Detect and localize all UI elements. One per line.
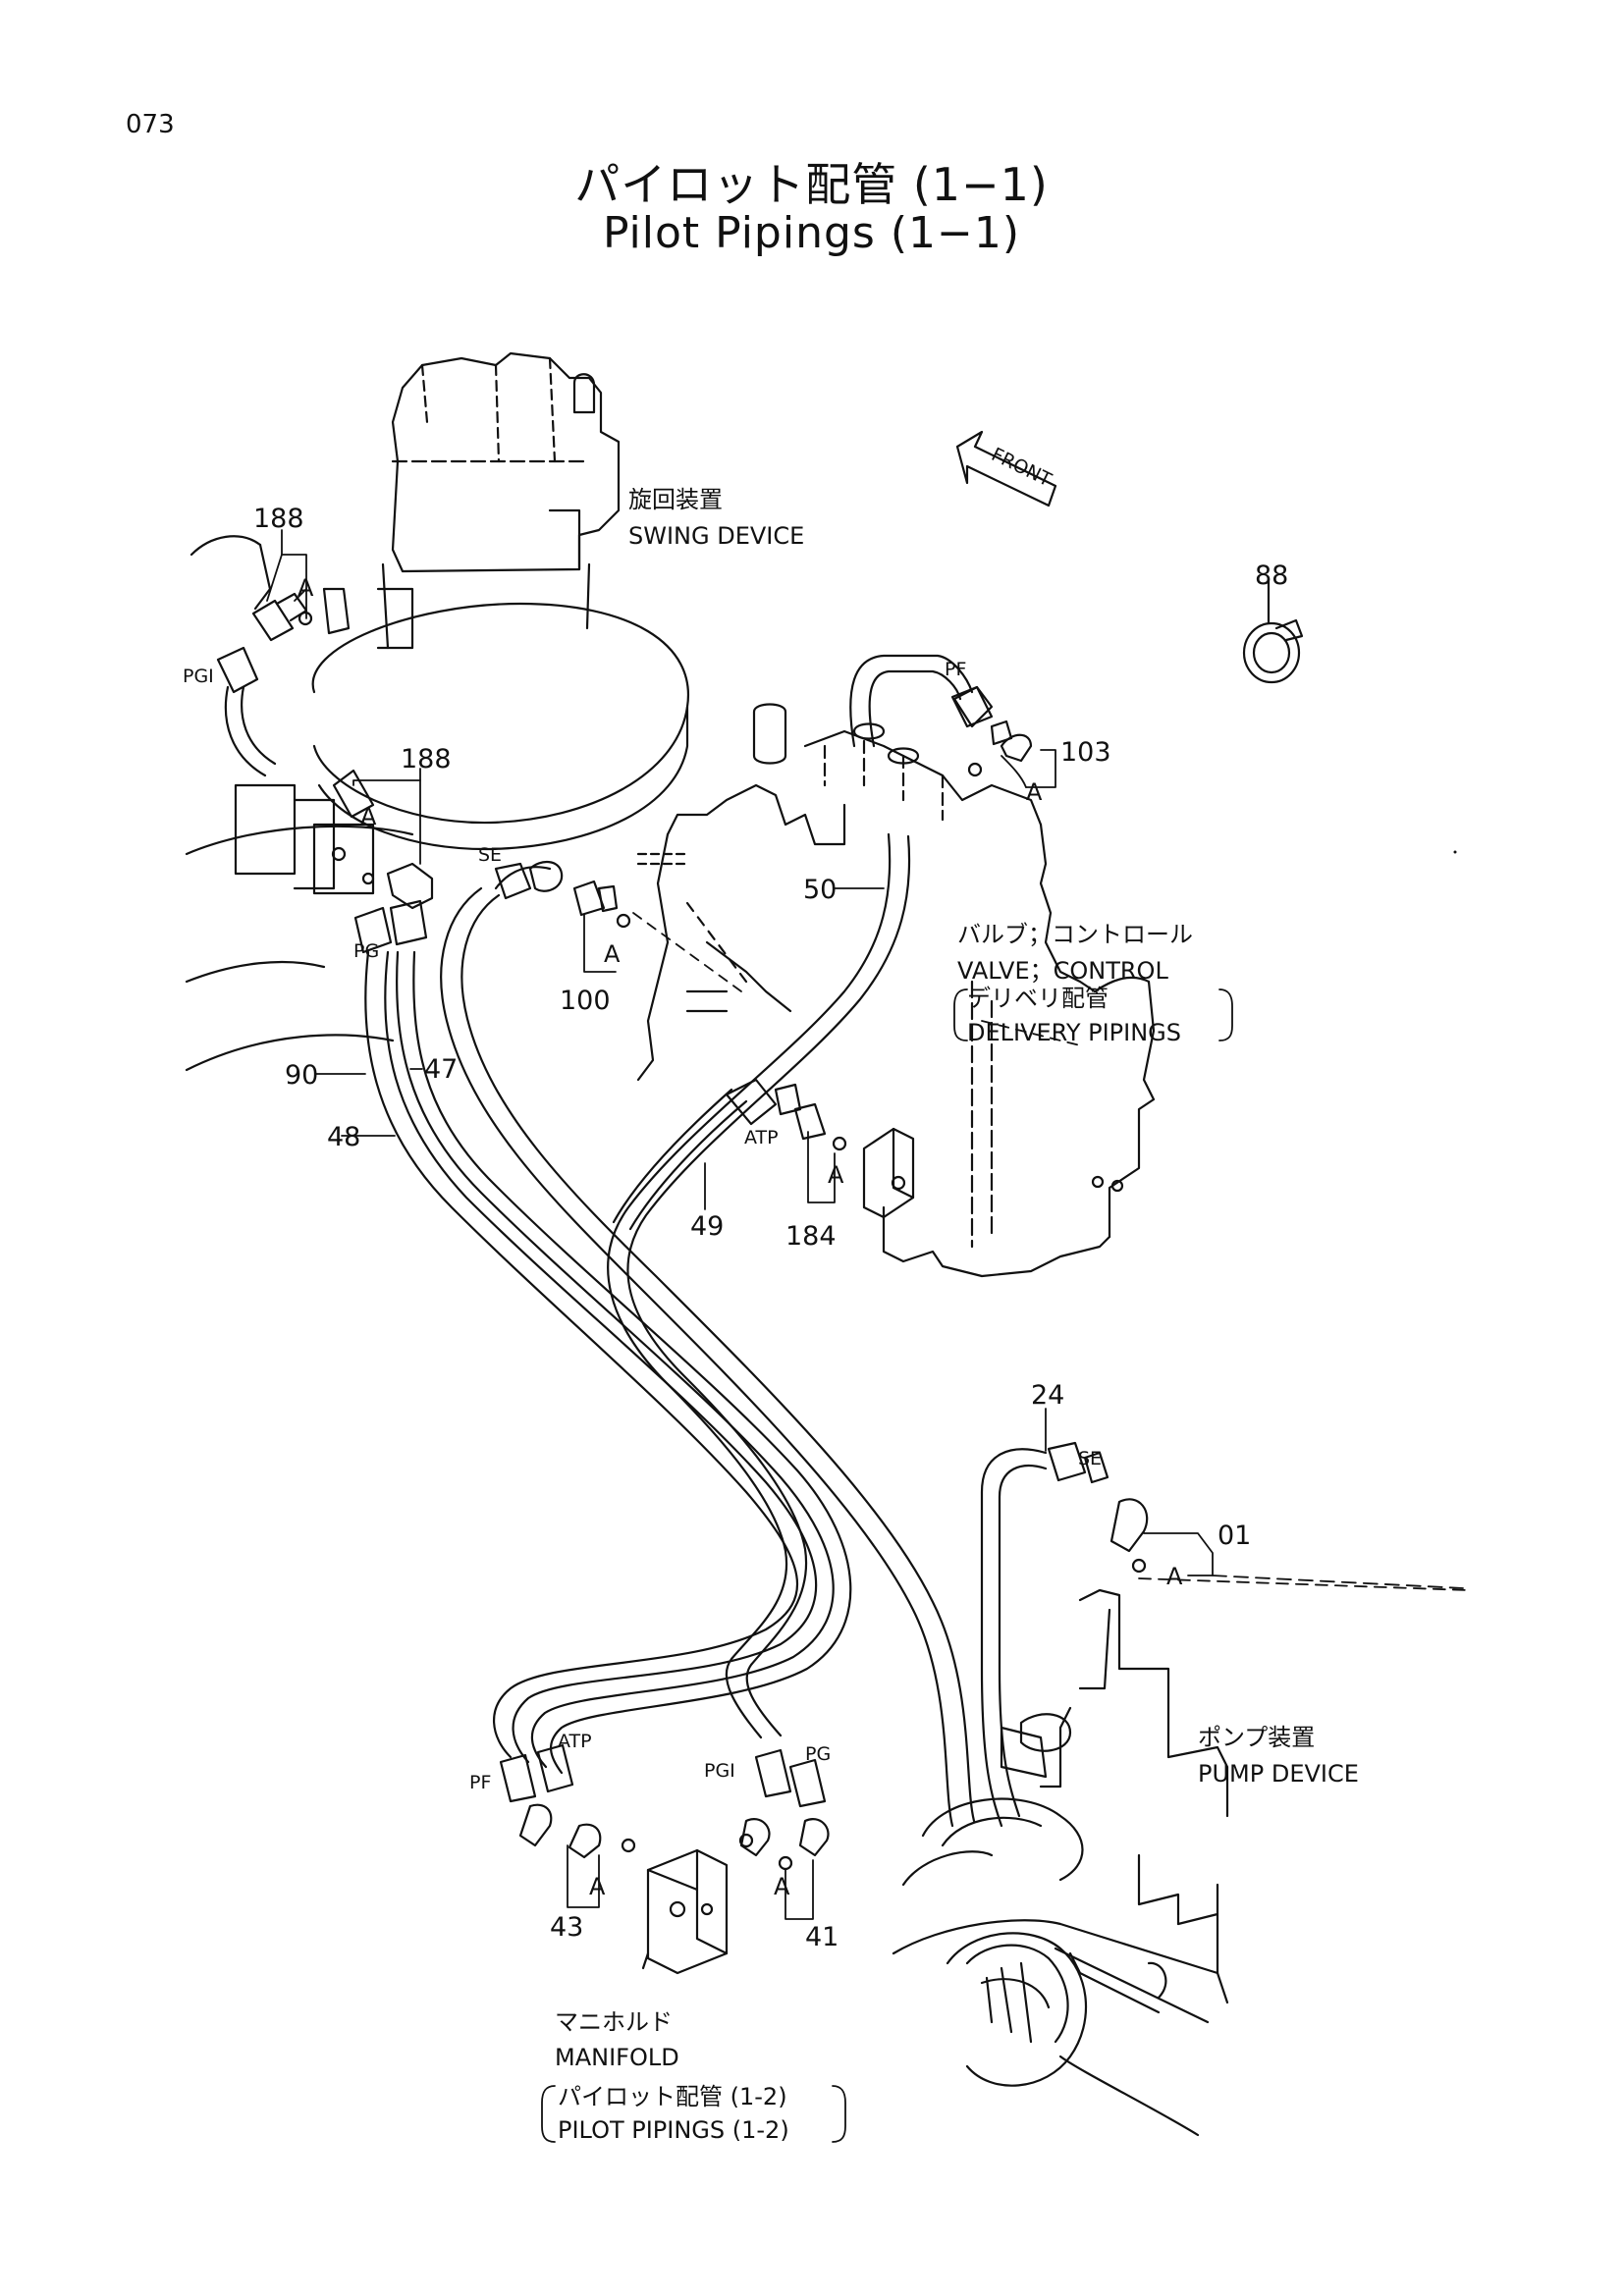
page-number: 073 bbox=[126, 110, 175, 139]
part-number-88: 88 bbox=[1255, 561, 1288, 591]
callout-a-8: A bbox=[774, 1873, 790, 1900]
pump-device-jp-label: ポンプ装置 bbox=[1198, 1724, 1315, 1751]
callout-a-1: A bbox=[298, 574, 314, 602]
callout-a-2: A bbox=[360, 803, 377, 830]
part-number-41: 41 bbox=[805, 1922, 839, 1952]
manifold-drawing bbox=[641, 1848, 729, 1975]
part-number-100: 100 bbox=[560, 986, 611, 1016]
port-tag-pf-valve: PF bbox=[945, 659, 966, 680]
port-tag-pg-manifold: PG bbox=[805, 1743, 831, 1765]
pilot-pipings-12-jp-label: パイロット配管 (1-2) bbox=[558, 2083, 787, 2110]
swing-device-drawing bbox=[185, 351, 690, 1072]
callout-a-6: A bbox=[1166, 1563, 1183, 1590]
part-number-103: 103 bbox=[1060, 737, 1111, 768]
delivery-pipings-en-label: DELIVERY PIPINGS bbox=[967, 1019, 1181, 1046]
port-tag-atp-manifold: ATP bbox=[558, 1731, 592, 1752]
pilot-pipings-12-en-label: PILOT PIPINGS (1-2) bbox=[558, 2116, 789, 2144]
part-number-47: 47 bbox=[424, 1054, 458, 1085]
front-label: FRONT bbox=[988, 444, 1055, 491]
port-tag-atp-valve: ATP bbox=[744, 1127, 779, 1148]
swing-device-en-label: SWING DEVICE bbox=[628, 522, 804, 550]
callout-a-5: A bbox=[828, 1161, 844, 1189]
port-tag-pg-swing: PG bbox=[353, 940, 379, 962]
part-number-188-upper: 188 bbox=[253, 504, 304, 534]
part-number-01: 01 bbox=[1217, 1521, 1251, 1551]
swing-device-jp-label: 旋回装置 bbox=[628, 486, 723, 513]
pump-device-en-label: PUMP DEVICE bbox=[1198, 1760, 1359, 1788]
port-tag-pgi-manifold: PGI bbox=[704, 1760, 735, 1782]
port-tag-se-swing: SE bbox=[478, 844, 502, 866]
control-valve-drawing bbox=[636, 703, 1156, 1278]
manifold-en-label: MANIFOLD bbox=[555, 2044, 679, 2071]
title-english: Pilot Pipings (1−1) bbox=[602, 208, 1021, 258]
pump-device-drawing bbox=[892, 1588, 1229, 2137]
port-tag-pf-manifold: PF bbox=[469, 1772, 491, 1793]
port-tag-se-pump: SE bbox=[1078, 1448, 1102, 1469]
fittings bbox=[251, 592, 1149, 1871]
part-number-24: 24 bbox=[1031, 1380, 1064, 1411]
part-number-184: 184 bbox=[785, 1221, 837, 1252]
hose-clamp-88 bbox=[1242, 577, 1304, 684]
part-number-49: 49 bbox=[690, 1211, 724, 1242]
front-arrow: FRONT bbox=[955, 430, 1057, 507]
leader-lines bbox=[266, 529, 1469, 2143]
part-number-50: 50 bbox=[803, 875, 837, 905]
callout-a-3: A bbox=[1026, 778, 1043, 806]
part-number-188-middle: 188 bbox=[401, 744, 452, 774]
part-number-43: 43 bbox=[550, 1912, 583, 1943]
valve-jp-label: バルブ；コントロール bbox=[957, 921, 1193, 948]
valve-en-label: VALVE；CONTROL bbox=[957, 957, 1168, 985]
title-japanese: パイロット配管 (1−1) bbox=[574, 158, 1049, 211]
callout-a-7: A bbox=[589, 1873, 606, 1900]
callout-a-4: A bbox=[604, 940, 621, 968]
manifold-jp-label: マニホルド bbox=[555, 2008, 673, 2036]
part-number-90: 90 bbox=[285, 1060, 318, 1091]
port-tag-pgi-swing: PGI bbox=[183, 666, 214, 687]
pilot-hoses bbox=[216, 646, 1048, 1828]
part-number-48: 48 bbox=[327, 1122, 360, 1152]
delivery-pipings-jp-label: デリベリ配管 bbox=[967, 985, 1109, 1012]
